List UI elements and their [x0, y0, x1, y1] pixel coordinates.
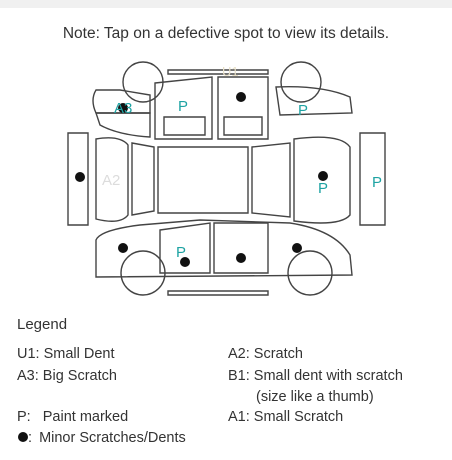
wheel-rear-left: [280, 61, 322, 103]
rear-door-left: [217, 76, 269, 140]
front-fender-left: [92, 89, 151, 114]
mark-hood-a2[interactable]: A2: [102, 172, 120, 189]
rear-window-left: [223, 116, 263, 136]
car-diagram-svg[interactable]: U1 A3 P P A2 P P P: [0, 55, 452, 300]
side-rear-door: [213, 222, 269, 274]
mark-left-front-a3[interactable]: A3: [114, 100, 132, 117]
legend-item: A3: Big Scratch: [17, 368, 117, 384]
defect-dot[interactable]: [118, 103, 128, 113]
mark-rear-bumper-p[interactable]: P: [372, 174, 382, 191]
wheel-front-left: [122, 61, 164, 103]
mark-roof-u1[interactable]: U1: [222, 64, 239, 79]
instruction-note: Note: Tap on a defective spot to view it…: [62, 25, 390, 42]
defect-marks[interactable]: U1 A3 P P A2 P P P: [102, 64, 382, 261]
roof-rail: [167, 69, 269, 75]
front-bumper-left: [95, 112, 151, 138]
defect-dot[interactable]: [75, 172, 85, 182]
front-bumper-top: [67, 132, 89, 226]
legend-item: U1: Small Dent: [17, 346, 115, 362]
rear-bumper-top: [359, 132, 386, 226]
dot-icon: [18, 432, 28, 442]
defect-dot[interactable]: [236, 253, 246, 263]
mark-right-front-p[interactable]: P: [298, 102, 308, 119]
defect-dot[interactable]: [180, 257, 190, 267]
mark-side-front-door-p[interactable]: P: [176, 244, 186, 261]
legend-title: Legend: [17, 316, 68, 333]
legend-item: : Minor Scratches/Dents: [17, 430, 186, 446]
defect-dot[interactable]: [118, 243, 128, 253]
rear-window: [251, 142, 291, 218]
side-body: [95, 219, 353, 278]
sill: [167, 290, 269, 296]
front-door-left: [154, 76, 213, 140]
trunk: [293, 136, 351, 224]
side-front-door: [159, 222, 211, 274]
wheel-front-side: [120, 250, 166, 296]
wheel-rear-side: [287, 250, 333, 296]
top-bar: [0, 0, 452, 8]
defect-dot[interactable]: [236, 92, 246, 102]
legend-item: A1: Small Scratch: [228, 409, 344, 425]
legend-item-note: (size like a thumb): [256, 389, 374, 405]
roof: [157, 146, 249, 214]
defect-dots[interactable]: [75, 92, 328, 267]
windshield: [131, 142, 155, 216]
front-window-left: [163, 116, 206, 136]
legend-item: P: Paint marked: [17, 409, 129, 425]
mark-trunk-p[interactable]: P: [318, 180, 328, 197]
car-outline: [67, 61, 386, 296]
car-damage-diagram[interactable]: U1 A3 P P A2 P P P: [0, 55, 452, 300]
legend-item: A2: Scratch: [228, 346, 303, 362]
defect-dot[interactable]: [318, 171, 328, 181]
hood-left: [95, 137, 129, 222]
mark-left-front-door-p[interactable]: P: [178, 98, 188, 115]
rear-fender-left: [275, 86, 353, 116]
defect-dot[interactable]: [292, 243, 302, 253]
legend-item: B1: Small dent with scratch: [228, 368, 403, 384]
